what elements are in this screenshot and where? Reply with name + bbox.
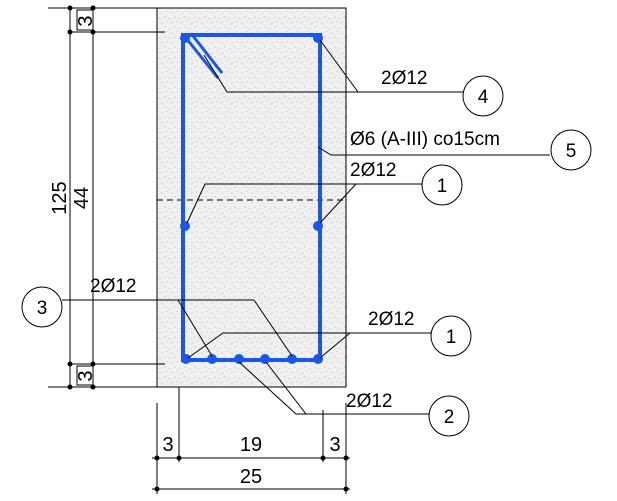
vertical-dimensions: 3 3 125 44 xyxy=(48,5,165,390)
rebar-top-left xyxy=(180,33,190,43)
callout-1-mid-label: 2Ø12 xyxy=(350,160,396,181)
callout-4: 2Ø12 4 xyxy=(203,39,504,117)
dim-width-left-cover: 3 xyxy=(162,434,173,456)
callout-1-bottom-label: 2Ø12 xyxy=(368,309,414,330)
callout-2: 2Ø12 2 xyxy=(238,361,470,437)
dim-cover-top: 3 xyxy=(75,15,97,26)
callout-4-label: 2Ø12 xyxy=(381,68,427,89)
rebars xyxy=(180,33,323,364)
rebar-mid-right xyxy=(313,221,323,231)
callout-4-number: 4 xyxy=(478,87,489,108)
callout-3-number: 3 xyxy=(37,298,48,319)
callout-2-number: 2 xyxy=(444,407,455,428)
concrete-section xyxy=(156,7,347,388)
rebar-bottom-1 xyxy=(181,354,191,364)
callout-5: Ø6 (A-III) co15cm 5 xyxy=(317,129,592,171)
callout-3: 2Ø12 3 xyxy=(21,276,293,357)
dim-width-inner: 19 xyxy=(240,434,262,456)
dim-width-right-cover: 3 xyxy=(329,434,340,456)
rebar-bottom-5 xyxy=(287,354,297,364)
callout-1-mid-number: 1 xyxy=(437,176,448,197)
callout-5-label: Ø6 (A-III) co15cm xyxy=(350,129,500,150)
rebar-bottom-6 xyxy=(313,354,323,364)
dim-height-total: 125 xyxy=(49,181,71,214)
dim-width-total: 25 xyxy=(240,466,262,488)
callout-5-number: 5 xyxy=(566,141,577,162)
horizontal-dimensions: 3 19 3 25 xyxy=(152,387,350,494)
dim-height-inner: 44 xyxy=(71,187,93,209)
callout-1-mid: 2Ø12 1 xyxy=(186,160,463,224)
dim-cover-bottom: 3 xyxy=(75,370,97,381)
callout-1-bottom-number: 1 xyxy=(446,327,457,348)
rebar-bottom-2 xyxy=(207,354,217,364)
rebar-mid-left xyxy=(180,221,190,231)
callout-3-label: 2Ø12 xyxy=(90,276,136,297)
callout-1-bottom: 2Ø12 1 xyxy=(187,309,472,359)
callout-2-label: 2Ø12 xyxy=(346,391,392,412)
rebar-bottom-3 xyxy=(234,354,244,364)
stirrup-hook xyxy=(184,35,224,79)
stirrup xyxy=(181,33,322,362)
rebar-bottom-4 xyxy=(260,354,270,364)
